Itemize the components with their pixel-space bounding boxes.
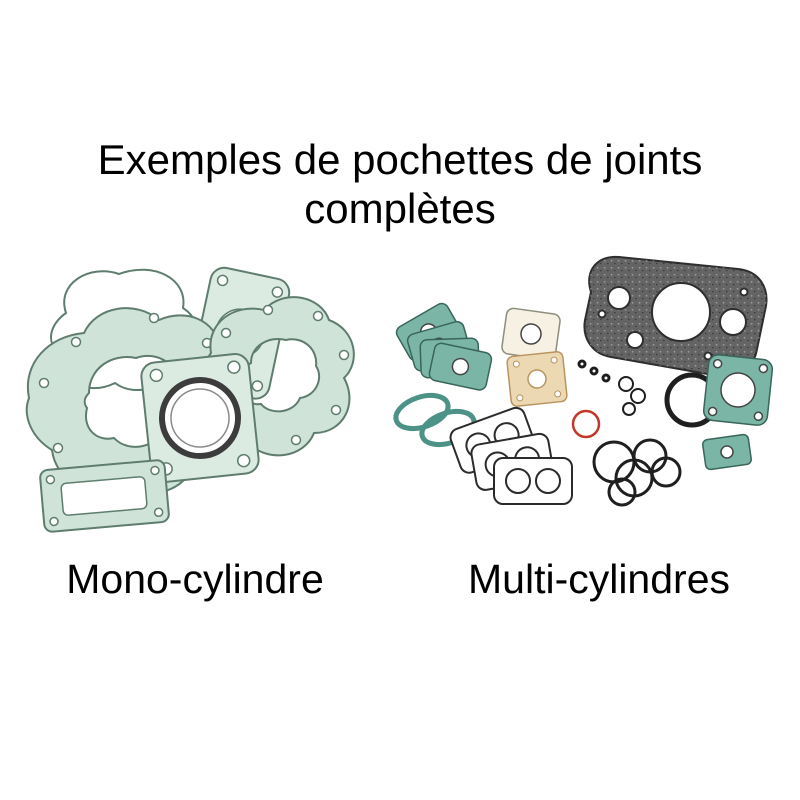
small-teal-gasket: [702, 433, 752, 471]
multi-cylinder-gasket-kit-illustration: [393, 255, 774, 507]
small-o-rings: [618, 376, 646, 416]
washer-set: [577, 359, 611, 383]
captions: Mono-cylindre Multi-cylindres: [0, 556, 800, 616]
crankcase-gasket-dark: [583, 255, 768, 378]
side-cover-gasket-teal: [702, 354, 774, 426]
caption-multi-cylindres: Multi-cylindres: [468, 556, 730, 602]
page-title: Exemples de pochettes de joints complète…: [0, 136, 800, 233]
caption-mono-cylindre: Mono-cylindre: [66, 556, 324, 602]
gasket-kit-illustrations: [0, 252, 800, 552]
reed-valve-gasket: [39, 459, 170, 533]
mono-cylinder-gasket-kit-illustration: [25, 266, 355, 533]
cylinder-gasket-stack: [449, 406, 573, 505]
reed-gasket-fan: [395, 302, 493, 391]
base-gasket-cream: [501, 307, 561, 361]
o-ring-cluster: [592, 438, 682, 507]
base-gasket-beige: [506, 351, 568, 407]
page-title-line-1: Exemples de pochettes de joints: [97, 136, 703, 183]
page-title-line-2: complètes: [304, 184, 496, 232]
head-gasket: [140, 353, 260, 483]
red-o-ring: [571, 409, 601, 439]
